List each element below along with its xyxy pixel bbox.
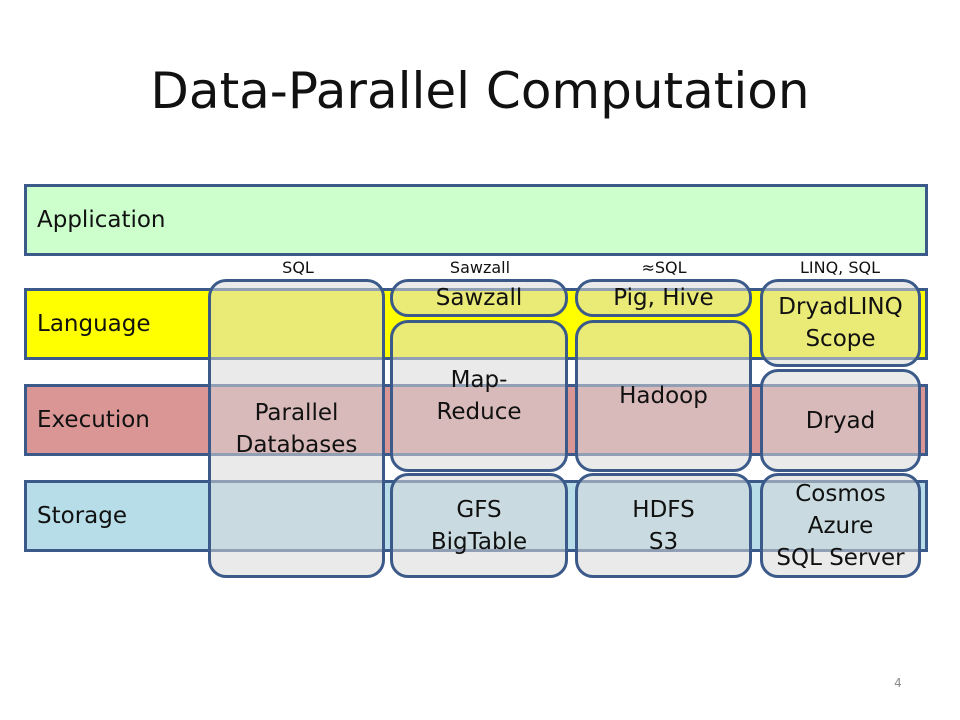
layer-application-label: Application (37, 207, 166, 233)
layer-storage-label: Storage (37, 503, 127, 529)
box-dryad: Dryad (760, 369, 921, 472)
box-sawzall: Sawzall (390, 279, 568, 317)
layer-execution-label: Execution (37, 407, 150, 433)
column-label-linq-sql: LINQ, SQL (799, 258, 881, 277)
box-hdfs-s3: HDFS S3 (575, 473, 752, 578)
page-number: 4 (894, 676, 902, 690)
layer-application: Application (24, 184, 928, 256)
page-title: Data-Parallel Computation (150, 62, 810, 120)
box-pig-hive: Pig, Hive (575, 279, 752, 317)
column-label-approx-sql: ≈SQL (641, 258, 687, 277)
column-label-sawzall: Sawzall (449, 258, 511, 277)
layer-language-label: Language (37, 311, 151, 337)
box-hadoop: Hadoop (575, 320, 752, 472)
box-cosmos-azure-sqlserver: Cosmos Azure SQL Server (760, 473, 921, 578)
box-dryadlinq-scope: DryadLINQ Scope (760, 279, 921, 367)
box-gfs-bigtable: GFS BigTable (390, 473, 568, 578)
box-mapreduce: Map- Reduce (390, 320, 568, 472)
box-parallel-databases: Parallel Databases (208, 279, 385, 578)
column-label-sql: SQL (282, 258, 314, 277)
